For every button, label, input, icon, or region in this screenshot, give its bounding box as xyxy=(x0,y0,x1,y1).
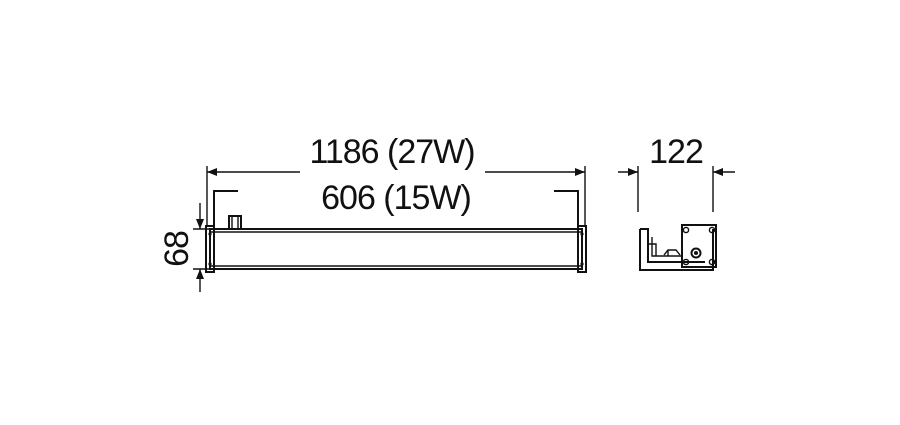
side-view: 122 xyxy=(618,133,735,271)
depth-dimension xyxy=(618,166,735,212)
luminaire-body xyxy=(205,215,587,273)
side-profile xyxy=(639,224,717,271)
length-long-label: 1186 (27W) xyxy=(309,133,474,171)
height-label: 68 xyxy=(158,231,196,267)
short-length-marks xyxy=(213,190,579,226)
height-dimension xyxy=(193,203,212,292)
length-short-label: 606 (15W) xyxy=(321,179,471,217)
front-view: 1186 (27W) 606 (15W) xyxy=(158,133,587,292)
cable-gland xyxy=(228,215,242,230)
length-label-mask xyxy=(300,140,485,180)
depth-label: 122 xyxy=(649,133,703,171)
